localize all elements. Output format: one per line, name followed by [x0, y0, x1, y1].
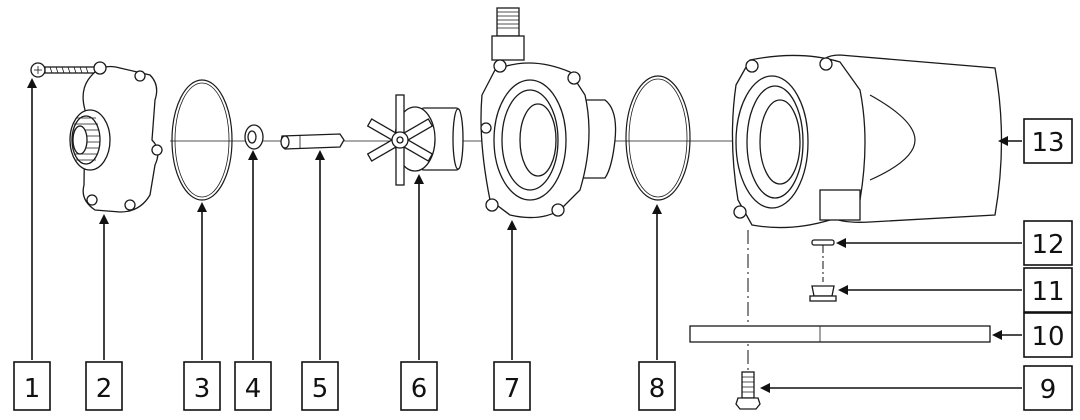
callout-11: 11 [1023, 267, 1073, 313]
part-7-pump-body [480, 7, 617, 219]
part-10-base-plate [689, 325, 991, 343]
callout-1-label: 1 [24, 374, 41, 404]
part-9-bolt [735, 371, 761, 410]
callout-13: 13 [1023, 118, 1073, 164]
callout-8: 8 [638, 361, 676, 411]
callout-2: 2 [85, 361, 123, 411]
callout-4-label: 4 [245, 374, 262, 404]
callout-7-label: 7 [504, 374, 521, 404]
part-12-pin [811, 239, 835, 282]
callout-13-label: 13 [1031, 128, 1064, 158]
callout-4: 4 [234, 361, 272, 411]
part-1-screw [30, 62, 102, 78]
callout-1: 1 [13, 361, 51, 411]
callout-10-label: 10 [1031, 322, 1064, 352]
callout-6-label: 6 [411, 374, 428, 404]
part-2-front-cover [69, 61, 163, 213]
callout-3: 3 [183, 361, 221, 411]
callout-9: 9 [1023, 365, 1073, 411]
callout-11-label: 11 [1031, 277, 1064, 307]
callout-12-label: 12 [1031, 230, 1064, 260]
callout-5-label: 5 [312, 374, 329, 404]
callout-10: 10 [1023, 312, 1073, 358]
part-11-bumper [809, 285, 837, 302]
part-5-shaft [280, 133, 345, 150]
part-13-motor-housing [731, 54, 1003, 229]
callout-7: 7 [493, 361, 531, 411]
part-4-washer [244, 124, 264, 150]
callout-8-label: 8 [649, 374, 666, 404]
part-8-o-ring [625, 75, 691, 201]
callout-12: 12 [1023, 220, 1073, 266]
part-6-impeller [366, 94, 464, 186]
part-3-o-ring [171, 79, 233, 201]
callout-9-label: 9 [1040, 375, 1057, 405]
callout-2-label: 2 [96, 374, 113, 404]
callout-5: 5 [301, 361, 339, 411]
callout-3-label: 3 [194, 374, 211, 404]
callout-6: 6 [400, 361, 438, 411]
